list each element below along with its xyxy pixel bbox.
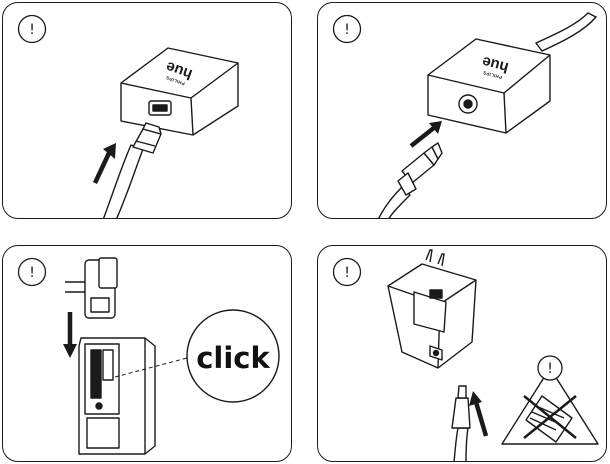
brand-philips-text: PHILIPS	[165, 75, 185, 86]
usb-cable	[102, 122, 162, 218]
warning-mark: !	[29, 265, 35, 281]
warning-icon: !	[17, 14, 47, 44]
back-cable	[534, 12, 598, 52]
insert-arrow	[92, 143, 116, 184]
power-supply	[78, 337, 156, 455]
zoom-connector	[114, 357, 188, 378]
insert-arrow	[469, 391, 489, 437]
panel-step-3: ! click	[2, 245, 292, 462]
hue-controller	[427, 38, 551, 134]
dc-plug	[378, 142, 443, 218]
warning-icon: !	[332, 257, 362, 287]
hue-logo: PHILIPS hue	[480, 53, 510, 80]
dc-plug	[451, 385, 471, 461]
warning-triangle	[501, 367, 599, 445]
plug-adapter	[65, 257, 118, 319]
panel-step-4: !	[317, 245, 607, 462]
panel-1-illustration: ! PHILIPS hue	[17, 14, 239, 218]
panel-step-2: ! PHILIPS hue	[317, 2, 607, 219]
hue-controller	[120, 47, 239, 136]
warning-mark: !	[29, 22, 35, 38]
warning-icon: !	[332, 14, 362, 44]
panel-step-1: ! PHILIPS hue	[2, 2, 292, 219]
power-supply	[387, 249, 477, 369]
warning-mark: !	[344, 22, 350, 38]
brand-philips-text: PHILIPS	[482, 70, 502, 80]
click-label: click	[196, 341, 270, 375]
insert-arrow	[409, 121, 442, 148]
warning-icon: !	[17, 257, 47, 287]
warning-icon: !	[537, 355, 563, 381]
warning-mark: !	[344, 265, 350, 281]
down-arrow	[63, 312, 77, 358]
brand-hue-text: hue	[480, 53, 510, 76]
click-zoom-circle: click	[186, 309, 280, 403]
panel-2-illustration: ! PHILIPS hue	[332, 12, 598, 218]
panel-4-illustration: !	[332, 249, 599, 461]
panel-3-illustration: ! click	[17, 257, 280, 455]
warning-mark: !	[547, 361, 553, 377]
